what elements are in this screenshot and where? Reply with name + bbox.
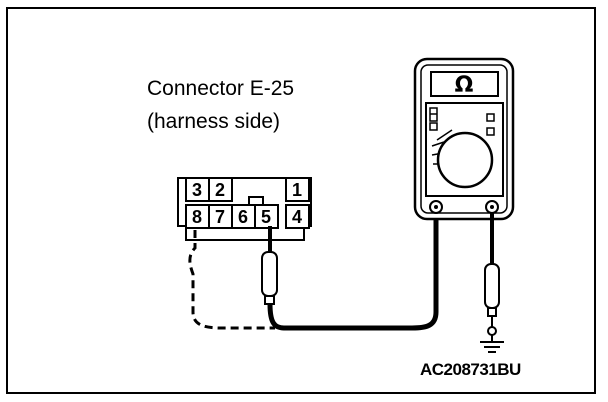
ohmmeter: Ω [413, 57, 515, 221]
pin-label-5: 5 [261, 207, 271, 227]
figure-frame [6, 7, 596, 394]
pin-label-4: 4 [292, 207, 302, 227]
pin-cell-5 [254, 204, 279, 229]
pin-label-7: 7 [215, 207, 225, 227]
pin-label-6: 6 [238, 207, 248, 227]
pin-cell-1 [285, 177, 310, 202]
pin-label-1: 1 [292, 180, 302, 200]
selector-dial [436, 131, 494, 189]
ohm-symbol: Ω [455, 73, 474, 98]
meter-lead-ground [484, 213, 500, 327]
connector-latch [248, 196, 264, 206]
figure-code: AC208731BU [420, 360, 521, 379]
connector-label: Connector E-25 [147, 77, 295, 100]
jumper-wire-pin8 [188, 230, 275, 330]
connector-side-label: (harness side) [147, 110, 281, 133]
pin-label-8: 8 [192, 207, 202, 227]
pin-cell-2 [208, 177, 233, 202]
meter-lead-com [267, 208, 439, 331]
pin-label-3: 3 [192, 180, 202, 200]
ground-icon [480, 326, 504, 353]
pin-label-2: 2 [215, 180, 225, 200]
test-probe-pin5 [261, 226, 278, 305]
connector-e25: 3 2 1 8 7 6 5 4 [177, 177, 312, 241]
pin-cell-4 [285, 204, 310, 229]
